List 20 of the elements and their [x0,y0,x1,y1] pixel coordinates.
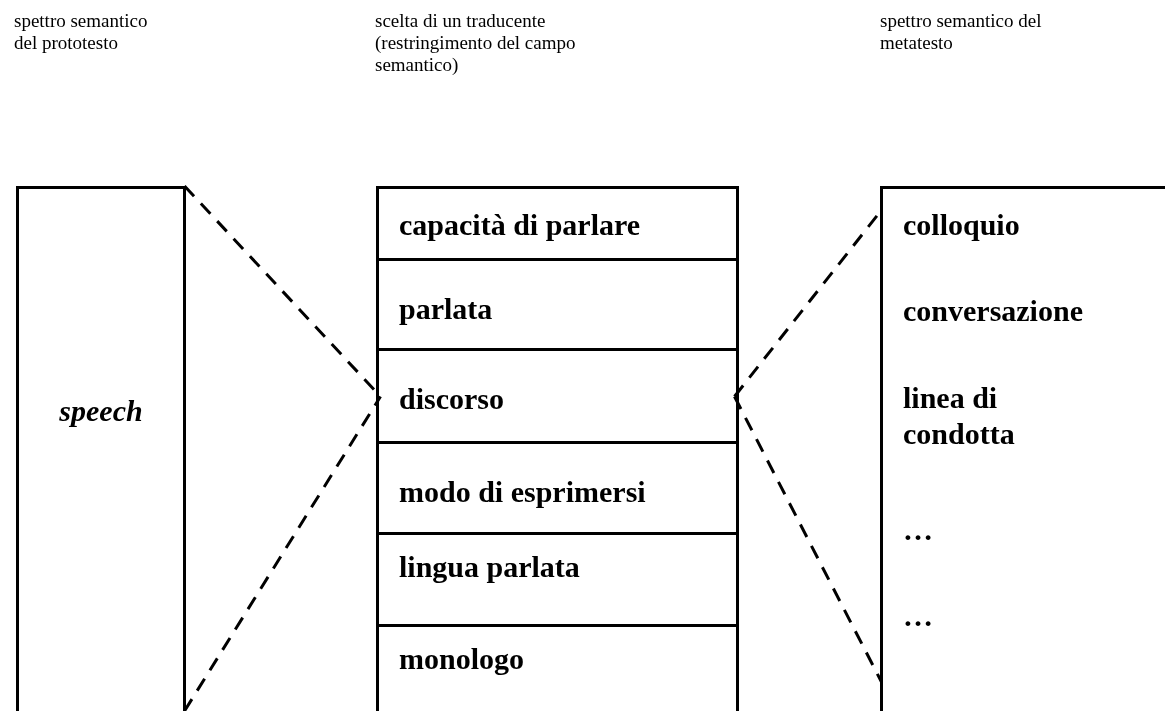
column-box [880,186,1165,711]
target-term: … [903,598,934,634]
column-heading: scelta di un traducente (restringimento del campo semantico) [375,10,577,76]
translation-option: parlata [399,291,493,327]
target-term: colloquio [903,207,1021,243]
target-term: linea di condotta [903,380,1016,452]
target-term: conversazione [903,293,1083,329]
column-box [16,186,186,711]
target-term: … [903,512,934,548]
translation-option: discorso [399,381,504,417]
dashed-line [183,395,382,711]
column-heading: spettro semantico del metatesto [880,10,1043,54]
translation-option: capacità di parlare [399,207,641,243]
translation-option: monologo [399,641,524,677]
column-heading: spettro semantico del prototesto [14,10,149,54]
table-box [376,186,739,711]
dashed-line [733,395,883,683]
translation-option: modo di esprimersi [399,474,646,510]
source-term: speech [58,393,144,429]
translation-option: lingua parlata [399,549,580,585]
